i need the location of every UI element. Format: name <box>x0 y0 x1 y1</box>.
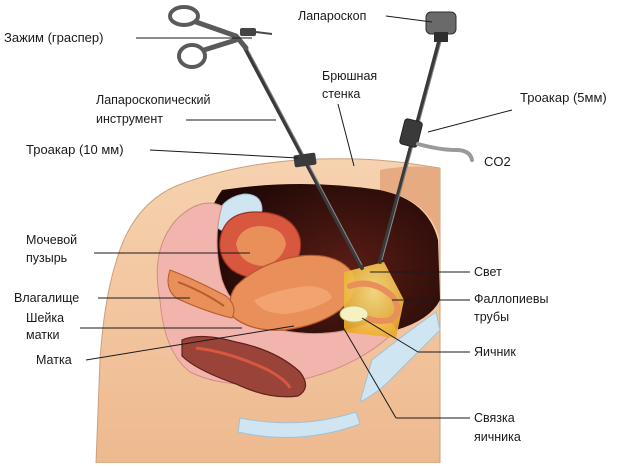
leader-trocar-5mm <box>427 109 513 133</box>
sacrum-segments <box>237 411 361 438</box>
uterus-cavity <box>254 286 332 314</box>
trocar-10mm-sleeve <box>293 152 317 168</box>
label-trocar-10mm: Троакар (10 мм) <box>26 142 124 157</box>
ovary <box>339 305 369 323</box>
vagina <box>167 269 235 319</box>
co2-tube <box>416 142 474 162</box>
leader-laparoscope <box>385 15 433 23</box>
trocar-5mm-sleeve <box>399 118 423 148</box>
grasper-handle <box>193 19 249 53</box>
leader-abdominal-wall <box>337 103 355 167</box>
grasper-ring-2 <box>177 43 207 69</box>
grasper-tip <box>255 31 273 35</box>
label-fallopian-line1: Фаллопиевы <box>474 292 548 306</box>
label-laparoscope: Лапароскоп <box>298 9 366 23</box>
labels: Зажим (граспер) Лапароскоп Лапароскопиче… <box>4 9 607 444</box>
label-fallopian-line2: трубы <box>474 310 509 324</box>
label-vagina: Влагалище <box>14 291 79 305</box>
instruments <box>168 5 474 270</box>
label-abdominal-wall-line1: Брюшная <box>322 69 377 83</box>
label-bladder-line1: Мочевой <box>26 233 77 247</box>
lower-spine <box>359 311 441 403</box>
leader-ligament <box>339 321 397 419</box>
label-grasper: Зажим (граспер) <box>4 30 103 45</box>
leader-trocar-10mm <box>149 149 299 159</box>
label-trocar-5mm: Троакар (5мм) <box>520 90 607 105</box>
leader-lines <box>80 15 513 419</box>
leader-ovary <box>361 317 419 353</box>
label-lap-instrument-line2: инструмент <box>96 112 163 126</box>
label-lap-instrument-line1: Лапароскопический <box>96 93 211 107</box>
label-abdominal-wall-line2: стенка <box>322 87 360 101</box>
laparoscope-camera-head <box>425 11 457 35</box>
fallopian-tube <box>347 280 401 324</box>
bladder-inner <box>236 226 286 266</box>
label-bladder-line2: пузырь <box>26 251 67 265</box>
laparoscope-shaft <box>378 36 442 264</box>
grasper-knob <box>240 28 256 36</box>
light-field <box>339 262 404 338</box>
rectum-lumen <box>195 346 292 389</box>
label-co2: CO2 <box>484 154 511 169</box>
label-ligament-line2: яичника <box>474 430 521 444</box>
label-cervix-line2: матки <box>26 328 59 342</box>
leader-uterus <box>85 325 295 361</box>
laparoscope-camera-neck <box>434 32 448 42</box>
label-ovary: Яичник <box>474 345 516 359</box>
label-light: Свет <box>474 265 502 279</box>
grasper-ring-1 <box>168 5 200 27</box>
label-uterus: Матка <box>36 353 72 367</box>
abdominal-wall-inner <box>380 166 440 240</box>
vagina-inner <box>177 281 225 307</box>
label-ligament-line1: Связка <box>474 411 515 425</box>
laparoscope-shaft-highlight <box>381 37 443 261</box>
label-cervix-line1: Шейка <box>26 311 64 325</box>
pelvic-structures <box>156 193 441 438</box>
